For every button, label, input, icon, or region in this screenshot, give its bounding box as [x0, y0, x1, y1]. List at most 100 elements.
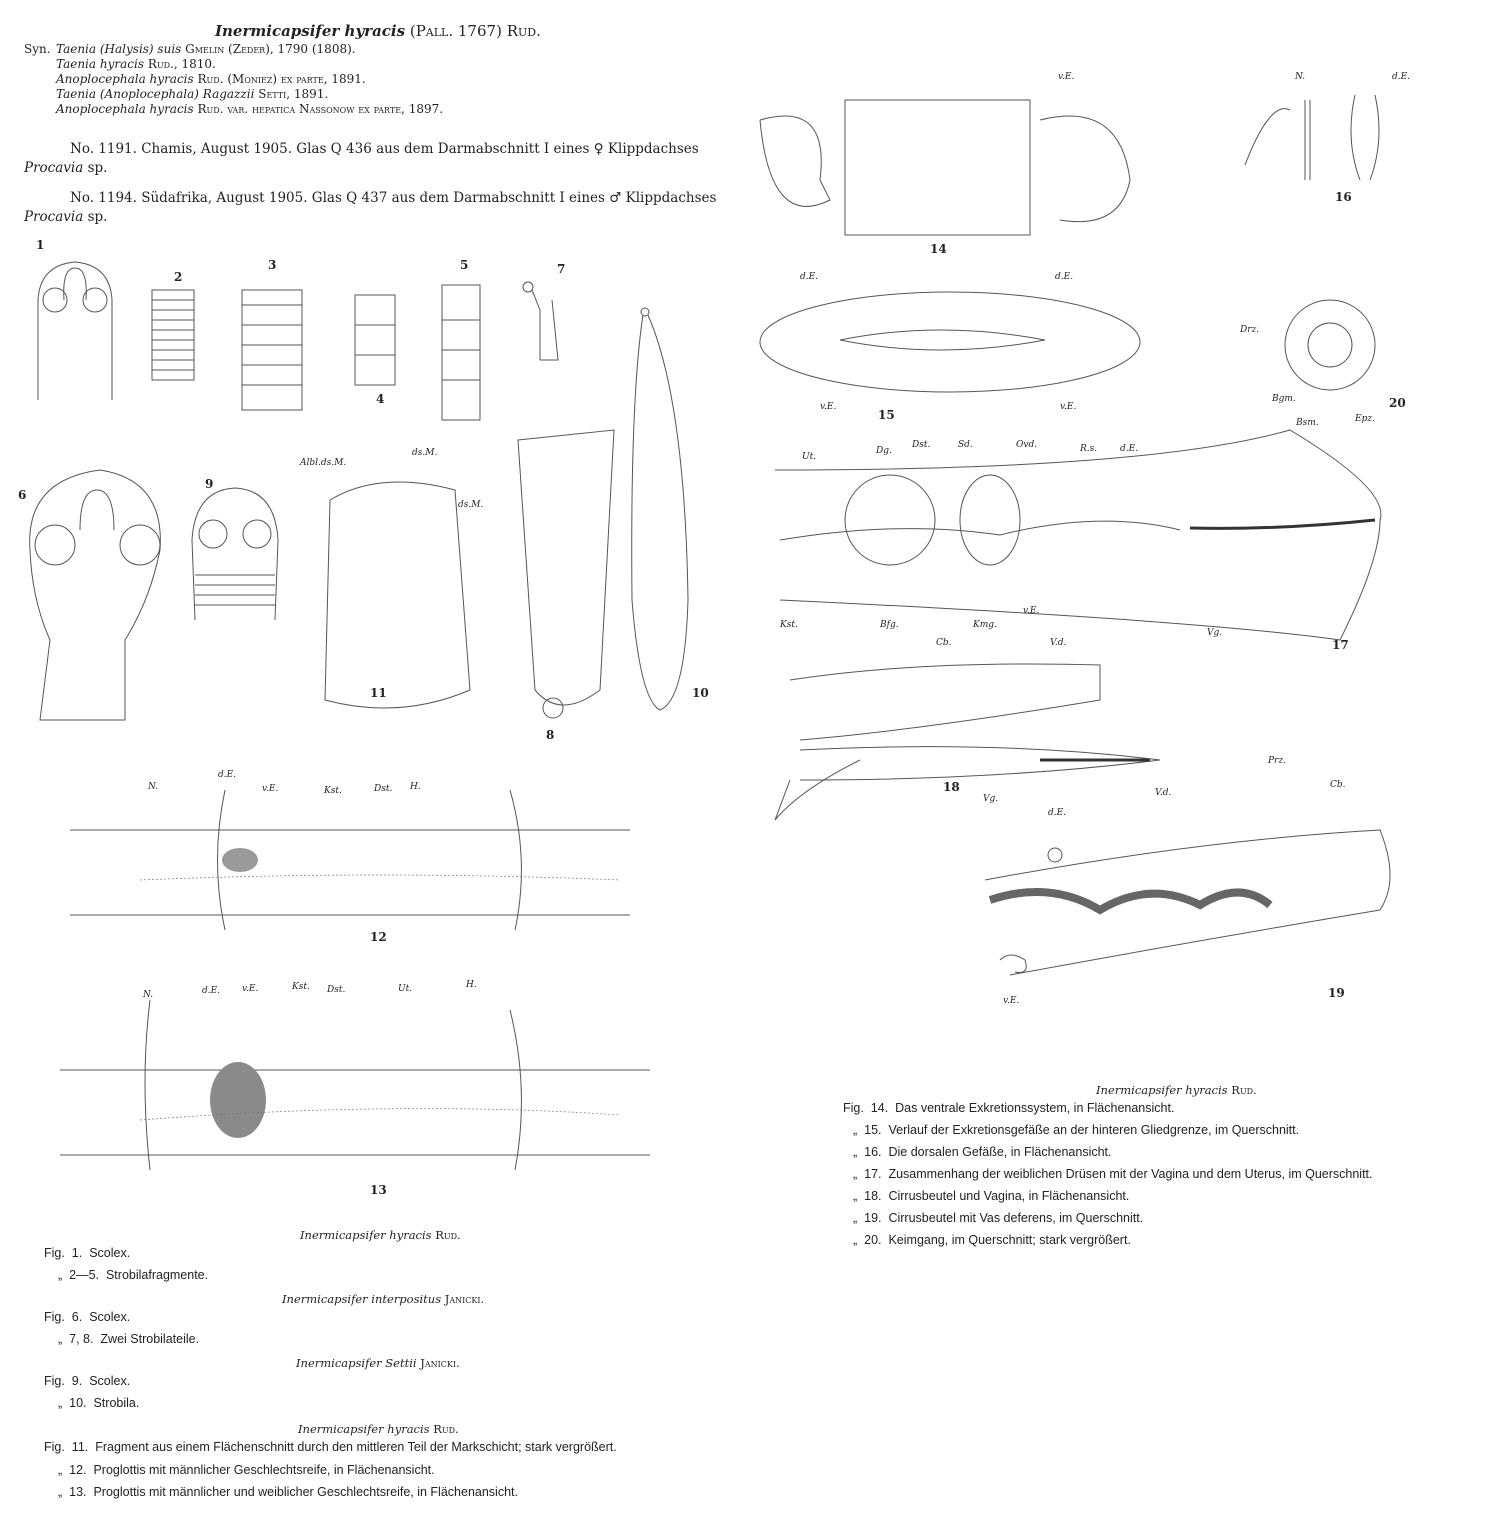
caption-species-heading: Inermicapsifer hyracis Rud. [1096, 1083, 1257, 1097]
caption-number: 20. [864, 1233, 882, 1247]
synonym: Taenia (Halysis) suis Gmelin (Zeder), 17… [56, 42, 443, 57]
species-name: Inermicapsifer hyracis [1096, 1083, 1228, 1097]
annotation: v.E. [242, 984, 259, 994]
caption-text: Zusammenhang der weiblichen Drüsen mit d… [888, 1167, 1373, 1181]
caption-species-heading: Inermicapsifer Settii Janicki. [296, 1356, 460, 1370]
caption-text: Cirrusbeutel und Vagina, in Flächenansic… [888, 1189, 1130, 1203]
species-name: Inermicapsifer Settii [296, 1356, 417, 1370]
synonym-name: Anoplocephala hyracis [56, 102, 194, 116]
caption-prefix: „ [853, 1145, 858, 1159]
caption-number: 15. [864, 1123, 882, 1137]
caption-text: Das ventrale Exkretionssystem, in Fläche… [895, 1101, 1175, 1115]
species-name: Inermicapsifer hyracis [298, 1422, 430, 1436]
fig10-strobila [631, 307, 689, 711]
annotation: Kst. [292, 982, 310, 992]
caption-line: Fig. 6. Scolex. [44, 1310, 130, 1324]
fig12-proglottis [70, 789, 630, 931]
annotation: Ut. [802, 452, 817, 462]
caption-number: 18. [864, 1189, 882, 1203]
fig1-scolex-drawing [37, 261, 113, 400]
figure-number: 17 [1332, 638, 1349, 652]
synonym-author: Rud. (Moniez) ex parte, 1891. [197, 72, 366, 86]
annotation: H. [410, 782, 421, 792]
fig16-dorsal-vessels [1244, 94, 1380, 181]
species-name: Inermicapsifer hyracis [215, 22, 406, 40]
caption-text: Scolex. [89, 1310, 131, 1324]
synonym: Anoplocephala hyracis Rud. (Moniez) ex p… [56, 72, 443, 87]
annotation: Drz. [1240, 325, 1260, 335]
fig7-strobila-part [522, 281, 559, 361]
synonym-author: Setti, 1891. [258, 87, 329, 101]
synonym-name: Taenia (Anoplocephala) Ragazzii [56, 87, 255, 101]
caption-text: Strobila. [93, 1396, 140, 1410]
specimen-host: Procavia sp. [24, 209, 107, 225]
annotation: Prz. [1268, 756, 1286, 766]
figure-number: 2 [174, 270, 183, 284]
synonym: Anoplocephala hyracis Rud. var. hepatica… [56, 102, 443, 117]
figure-number: 10 [692, 686, 709, 700]
fig6-scolex [29, 469, 161, 721]
caption-text: Zwei Strobilateile. [100, 1332, 200, 1346]
annotation: V.d. [1155, 788, 1172, 798]
caption-number: 7, 8. [69, 1332, 94, 1346]
caption-prefix: „ [58, 1332, 63, 1346]
synonym: Taenia (Anoplocephala) Ragazzii Setti, 1… [56, 87, 443, 102]
page-title: Inermicapsifer hyracis (Pall. 1767) Rud. [215, 22, 541, 40]
figure-number: 3 [268, 258, 277, 272]
specimen-host: Procavia sp. [24, 160, 107, 176]
annotation: v.E. [262, 784, 279, 794]
specimen-record: No. 1191. Chamis, August 1905. Glas Q 43… [70, 141, 699, 157]
synonym-author: Gmelin (Zeder), 1790 (1808). [185, 42, 356, 56]
caption-number: 19. [864, 1211, 882, 1225]
annotation: d.E. [1120, 444, 1139, 454]
annotation: Bfg. [880, 620, 899, 630]
annotation: d.E. [218, 770, 237, 780]
fig9-scolex [191, 487, 279, 621]
fig8-strobila [517, 429, 615, 719]
annotation: Ut. [398, 984, 413, 994]
synonym-name: Anoplocephala hyracis [56, 72, 194, 86]
caption-line: Fig. 1. Scolex. [44, 1246, 130, 1260]
caption-species-heading: Inermicapsifer hyracis Rud. [300, 1228, 461, 1242]
caption-line: „ 17. Zusammenhang der weiblichen Drüsen… [853, 1167, 1373, 1181]
annotation: ds.M. [412, 448, 438, 458]
caption-line: „ 18. Cirrusbeutel und Vagina, in Fläche… [853, 1189, 1129, 1203]
annotation: Dst. [374, 784, 393, 794]
host-genus: Procavia [24, 209, 84, 225]
annotation: v.E. [1003, 996, 1020, 1006]
annotation: d.E. [800, 272, 819, 282]
caption-line: „ 19. Cirrusbeutel mit Vas deferens, im … [853, 1211, 1143, 1225]
annotation: N. [1295, 72, 1306, 82]
caption-prefix: „ [853, 1211, 858, 1225]
species-author: (Pall. 1767) Rud. [409, 22, 541, 40]
caption-text: Proglottis mit männlicher Geschlechtsrei… [93, 1463, 435, 1477]
caption-line: „ 12. Proglottis mit männlicher Geschlec… [58, 1463, 435, 1477]
caption-species-heading: Inermicapsifer hyracis Rud. [298, 1422, 459, 1436]
caption-line: Fig. 11. Fragment aus einem Flächenschni… [44, 1440, 617, 1454]
caption-number: 16. [864, 1145, 882, 1159]
caption-line: „ 16. Die dorsalen Gefäße, in Flächenans… [853, 1145, 1112, 1159]
fig3-strobila-fragment [241, 289, 303, 411]
caption-text: Keimgang, im Querschnitt; stark vergröße… [888, 1233, 1131, 1247]
caption-text: Scolex. [89, 1246, 131, 1260]
fig2-strobila-fragment [151, 289, 195, 381]
annotation: Epz. [1355, 414, 1375, 424]
caption-prefix: Fig. [44, 1374, 65, 1388]
annotation: Bgm. [1272, 394, 1296, 404]
caption-number: 2—5. [69, 1268, 100, 1282]
species-name: Inermicapsifer interpositus [282, 1292, 442, 1306]
caption-number: 13. [69, 1485, 87, 1499]
figure-number: 18 [943, 780, 960, 794]
species-author: Janicki. [444, 1292, 485, 1306]
caption-prefix: Fig. [843, 1101, 864, 1115]
specimen-record: No. 1194. Südafrika, August 1905. Glas Q… [70, 190, 717, 206]
caption-text: Strobilafragmente. [105, 1268, 209, 1282]
caption-number: 6. [71, 1310, 83, 1324]
annotation: Bsm. [1296, 418, 1319, 428]
annotation: Vg. [1207, 628, 1223, 638]
figure-number: 4 [376, 392, 385, 406]
figure-number: 16 [1335, 190, 1352, 204]
figure-number: 15 [878, 408, 895, 422]
caption-line: Fig. 14. Das ventrale Exkretionssystem, … [843, 1101, 1174, 1115]
